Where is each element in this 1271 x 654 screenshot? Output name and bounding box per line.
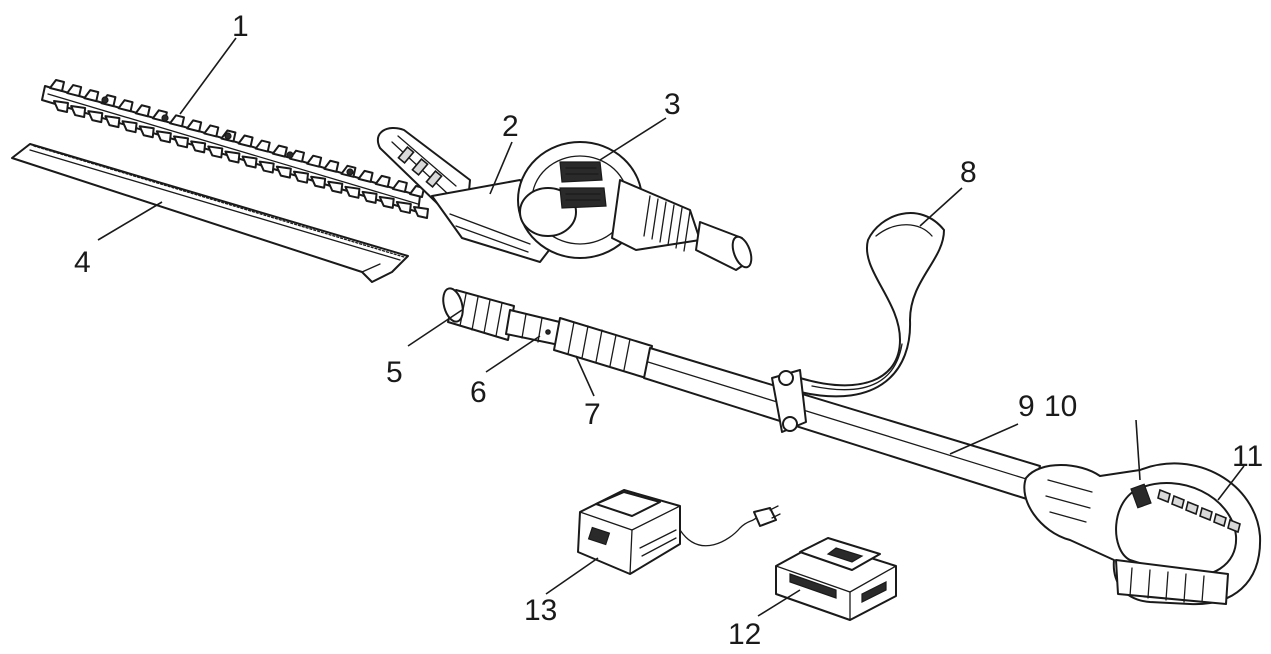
part-8-shoulder-strap — [771, 212, 945, 433]
callout-6: 6 — [470, 376, 487, 409]
part-3-motor-housing — [517, 141, 753, 271]
callout-4: 4 — [74, 246, 91, 279]
callout-9: 9 — [1018, 390, 1035, 423]
part-9-shaft — [643, 347, 1041, 501]
callout-labels: 1 2 3 4 5 6 7 8 9 10 11 12 13 — [74, 10, 1263, 651]
callout-12: 12 — [728, 618, 761, 651]
part-7-locking-collar — [553, 317, 653, 379]
leader-lines — [97, 37, 1245, 617]
part-1-cutter-blade — [41, 79, 429, 219]
part-12-battery — [775, 537, 897, 621]
part-13-charger — [577, 489, 781, 575]
callout-7: 7 — [584, 398, 601, 431]
part-4-blade-cover — [11, 143, 409, 283]
callout-3: 3 — [664, 88, 681, 121]
callout-13: 13 — [524, 594, 557, 627]
callout-11: 11 — [1232, 440, 1263, 473]
callout-2: 2 — [502, 110, 519, 143]
callout-5: 5 — [386, 356, 403, 389]
part-5-coupling-nut — [442, 287, 515, 341]
callout-1: 1 — [232, 10, 249, 43]
callout-8: 8 — [960, 156, 977, 189]
part-11-rear-handle — [1023, 462, 1262, 606]
callout-10: 10 — [1044, 390, 1077, 423]
